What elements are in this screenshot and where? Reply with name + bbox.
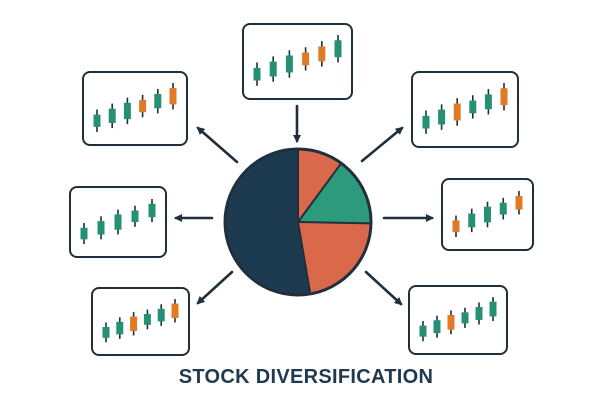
candle-orange [169, 88, 177, 105]
chart-card-right [441, 178, 534, 251]
candle-orange [139, 99, 147, 113]
arrow-down-left [196, 270, 234, 305]
pie-chart [223, 147, 373, 297]
pie-outline [223, 147, 373, 297]
candle-green [253, 67, 261, 81]
candle-green [114, 214, 122, 230]
card-frame [411, 71, 519, 148]
candle-green [433, 320, 441, 334]
candle-green [102, 327, 110, 338]
candle-orange [130, 316, 138, 331]
candle-orange [318, 46, 326, 62]
candle-green [419, 325, 427, 337]
pie-orange-slice-top [298, 149, 342, 222]
candle-green [285, 55, 293, 73]
candle-green [484, 206, 491, 223]
candle-green [484, 94, 492, 110]
candle-green [475, 307, 483, 320]
chart-card-bottom-right [408, 285, 508, 355]
candle-orange [447, 314, 455, 330]
pie-orange-slice-bottom [298, 222, 371, 294]
candle-green [93, 114, 101, 127]
candle-green [468, 213, 476, 228]
diagram-title: STOCK DIVERSIFICATION [178, 366, 434, 388]
card-frame [408, 285, 508, 355]
candle-green [154, 93, 162, 109]
candle-green [123, 102, 131, 120]
pie-navy-slice [224, 149, 311, 295]
arrow-up-left [196, 126, 239, 164]
chart-card-left [69, 186, 167, 258]
pie-divider [297, 162, 343, 223]
candle-green [80, 227, 88, 240]
candle-green [438, 109, 446, 125]
candle-green [148, 203, 156, 218]
chart-card-bottom-left [91, 287, 190, 356]
pie-divider [297, 221, 312, 295]
candle-orange [515, 195, 523, 210]
pie-divider [297, 221, 372, 225]
chart-cards-group [69, 23, 534, 356]
candle-green [143, 314, 151, 325]
candle-green [461, 312, 469, 324]
chart-card-top-right [411, 71, 519, 148]
card-frame [242, 23, 353, 100]
candle-green [334, 40, 342, 58]
candle-green [499, 202, 507, 215]
candle-orange [302, 52, 310, 66]
candle-green [97, 221, 105, 235]
arrow-down-right [364, 270, 403, 306]
card-frame [82, 71, 188, 146]
candle-orange [453, 103, 461, 121]
arrow-up-right [360, 126, 404, 163]
chart-card-top-left [82, 71, 188, 146]
candle-green [489, 301, 497, 317]
candle-green [131, 210, 139, 223]
pie-teal-slice [298, 163, 372, 224]
candle-orange [500, 88, 508, 106]
candle-green [108, 108, 116, 123]
candle-green [157, 308, 165, 322]
chart-card-top [242, 23, 353, 100]
candle-green [116, 321, 124, 335]
candle-green [422, 115, 430, 129]
card-frame [91, 287, 190, 356]
candle-orange [171, 303, 179, 318]
arrows-group [174, 104, 434, 306]
candle-green [469, 100, 477, 114]
candle-green [269, 61, 277, 77]
candle-orange [452, 220, 460, 233]
